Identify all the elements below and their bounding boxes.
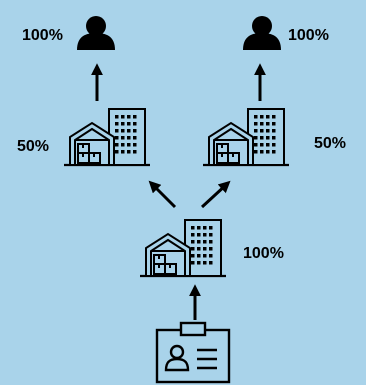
right-facility-percent: 50% [314, 135, 346, 152]
left-facility-percent: 50% [17, 138, 49, 155]
id-badge-icon [155, 321, 231, 384]
warehouse-building-icon [201, 107, 291, 167]
arrow-center-to-right [200, 180, 231, 209]
warehouse-building-icon [138, 218, 228, 278]
person-icon [243, 16, 281, 50]
warehouse-building-icon [62, 107, 152, 167]
center-facility-percent: 100% [243, 245, 284, 262]
top-left-person-percent: 100% [22, 27, 63, 44]
person-icon [77, 16, 115, 50]
arrow-center-to-left [148, 180, 177, 209]
top-right-person-percent: 100% [288, 27, 329, 44]
